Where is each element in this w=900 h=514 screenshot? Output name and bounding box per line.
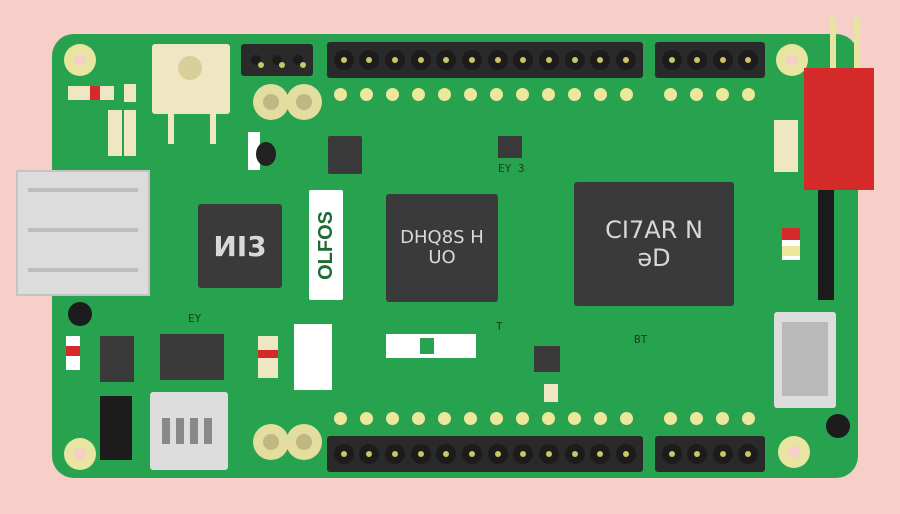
crystal (774, 120, 798, 172)
label-t: T (496, 320, 503, 333)
small-ic (328, 136, 362, 174)
bottom-pin-header (327, 436, 643, 472)
solder-pad (742, 412, 755, 425)
chip-right: CI7AR NəD (574, 182, 734, 306)
header-pin-icon (250, 55, 264, 68)
pot-leg (210, 114, 216, 144)
logo-label: OLFOS (309, 190, 343, 300)
header-pin-icon (661, 50, 682, 70)
connector-pin (830, 18, 836, 78)
small-ic (534, 346, 560, 372)
capacitor (286, 424, 322, 460)
solder-pad (690, 88, 703, 101)
capacitor (253, 84, 289, 120)
solder-pad (464, 88, 477, 101)
dual-ic (160, 334, 224, 380)
solder-pad (464, 412, 477, 425)
solder-pad (334, 412, 347, 425)
solder-pad (542, 88, 555, 101)
solder-pad (594, 412, 607, 425)
small-header (241, 44, 313, 76)
chip-left: ИI3 (198, 204, 282, 288)
crystal (108, 110, 122, 156)
screw-icon (826, 414, 850, 438)
solder-pad (412, 412, 425, 425)
mounting-hole-icon (778, 436, 810, 468)
sd-card-icon (150, 392, 228, 470)
connector-cable (818, 190, 834, 300)
solder-pad (594, 88, 607, 101)
smd-component (544, 384, 558, 402)
solder-pad (742, 88, 755, 101)
screw-icon (68, 302, 92, 326)
potentiometer (152, 44, 230, 114)
top-right-pin-header (655, 42, 765, 78)
solder-pad (542, 412, 555, 425)
solder-pad (438, 88, 451, 101)
solder-pad (490, 412, 503, 425)
top-pin-header (327, 42, 643, 78)
solder-pad (438, 412, 451, 425)
solder-pad (360, 88, 373, 101)
usb-port-icon (16, 170, 150, 296)
solder-pad (360, 412, 373, 425)
chip-middle: DHQ8S HUO (386, 194, 498, 302)
resistor-vertical (258, 336, 278, 378)
label-ey: EY (188, 312, 202, 325)
solder-pad (620, 412, 633, 425)
solder-pad (386, 88, 399, 101)
crystal (124, 110, 136, 156)
header-pin-icon (333, 444, 354, 464)
header-pin-icon (661, 444, 682, 464)
slide-switch (386, 334, 476, 358)
resistor (68, 86, 114, 100)
solder-pad (664, 88, 677, 101)
solder-pad (386, 412, 399, 425)
mounting-hole-icon (64, 438, 96, 470)
push-button (774, 312, 836, 408)
small-ic (498, 136, 522, 158)
capacitor (253, 424, 289, 460)
bottom-right-pin-header (655, 436, 765, 472)
solder-pad (516, 88, 529, 101)
solder-pad (568, 88, 581, 101)
connector-pin (854, 18, 860, 78)
solder-pad (716, 88, 729, 101)
pot-leg (168, 114, 174, 144)
solder-pad (490, 88, 503, 101)
capacitor (286, 84, 322, 120)
solder-pad (334, 88, 347, 101)
mounting-hole-icon (64, 44, 96, 76)
header-pin-icon (333, 50, 354, 70)
small-ic (100, 336, 134, 382)
label-ey3: EY 3 (498, 162, 525, 175)
solder-pad (412, 88, 425, 101)
transistor (256, 142, 276, 166)
label-bt: BT (634, 333, 648, 346)
white-component (294, 324, 332, 390)
solder-pad (516, 412, 529, 425)
solder-pad (620, 88, 633, 101)
mounting-hole-icon (776, 44, 808, 76)
solder-pad (568, 412, 581, 425)
led-indicator (782, 228, 800, 260)
barrel-jack-icon (100, 396, 132, 460)
led-indicator (66, 336, 80, 370)
solder-pad (716, 412, 729, 425)
smd-component (124, 84, 136, 102)
red-connector (804, 68, 874, 190)
solder-pad (690, 412, 703, 425)
solder-pad (664, 412, 677, 425)
